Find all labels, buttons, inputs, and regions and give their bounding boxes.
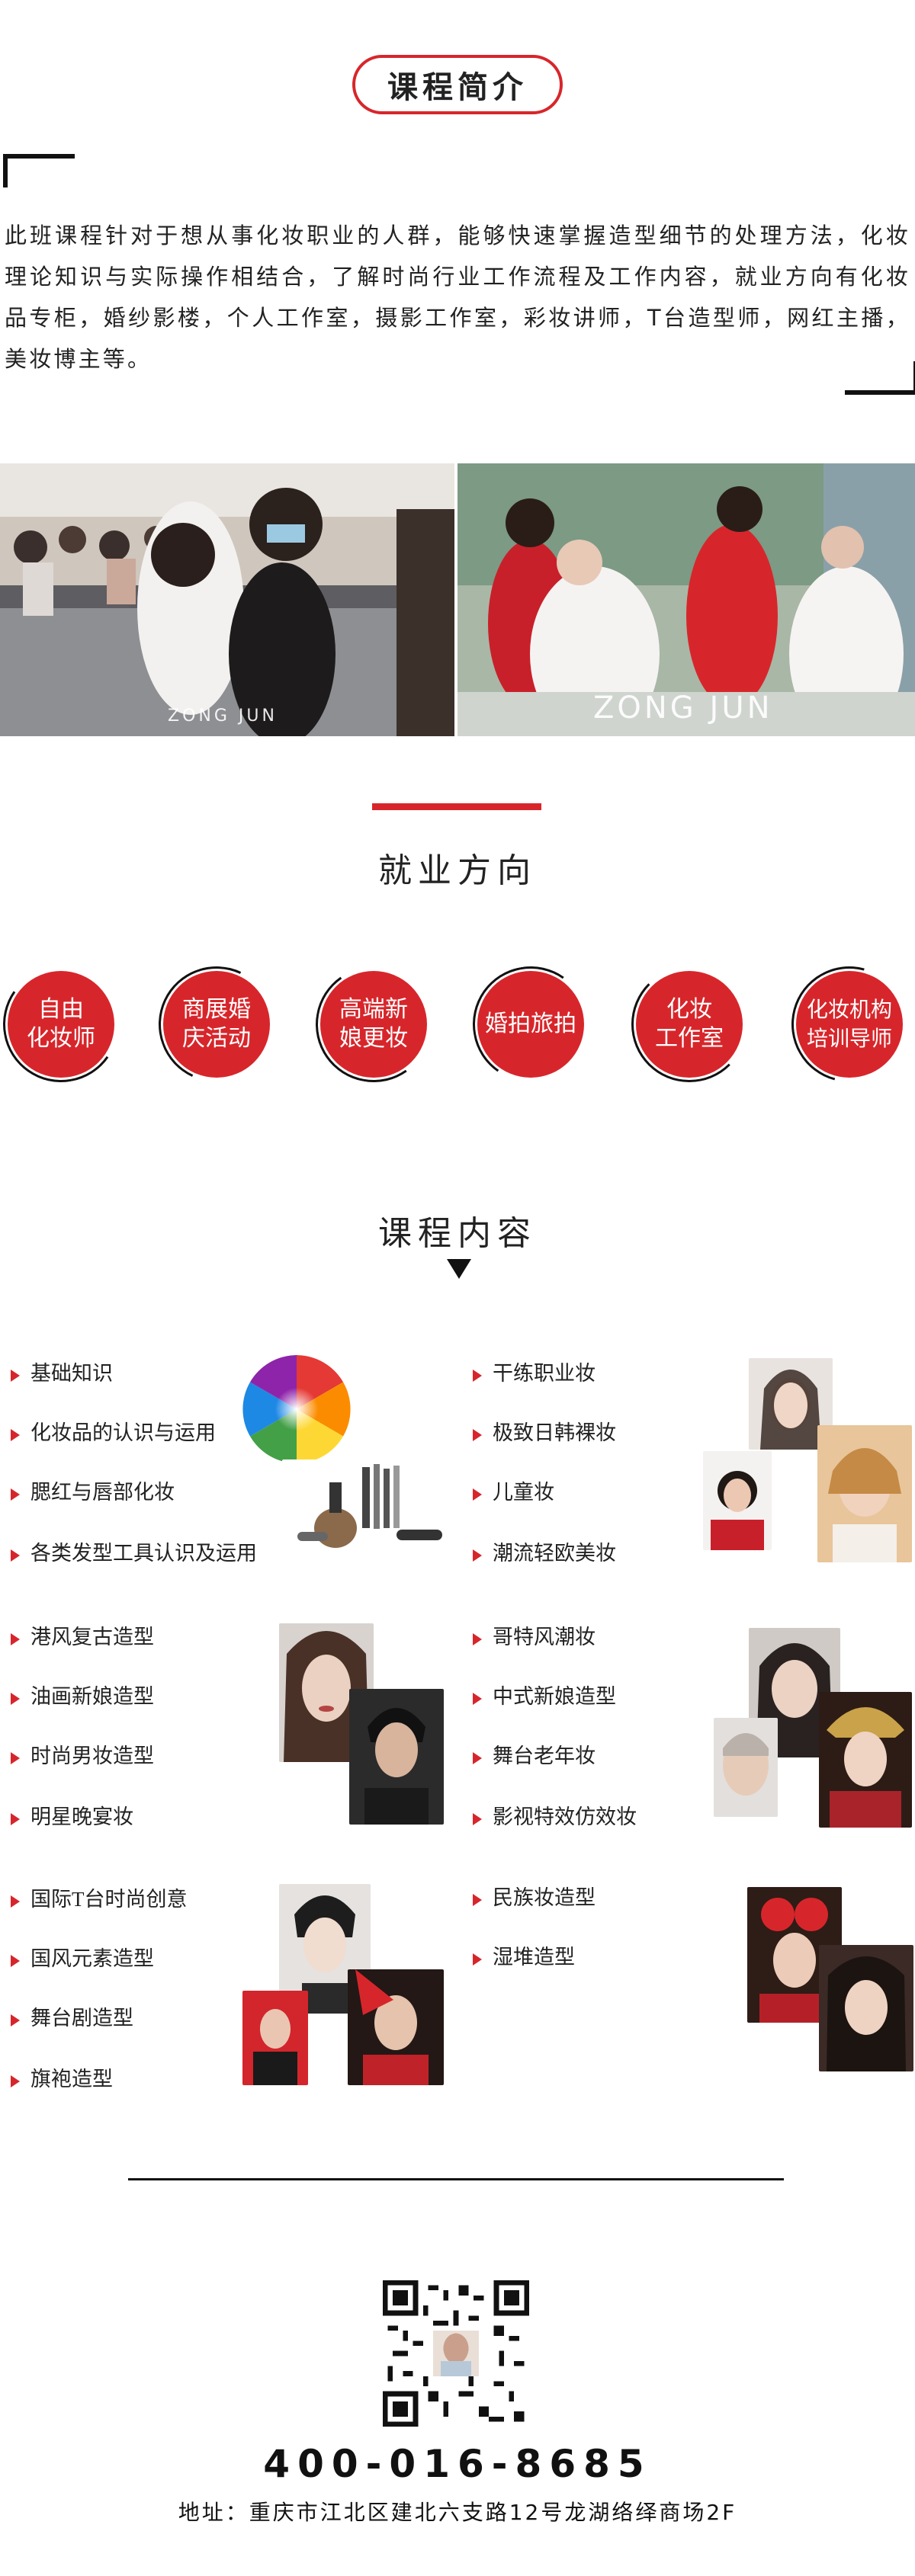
course-item: 油画新娘造型	[11, 1680, 154, 1709]
bullet-triangle-icon	[11, 1812, 20, 1825]
career-item: 化妆 工作室	[631, 966, 750, 1085]
career-item-label: 自由 化妆师	[8, 971, 114, 1078]
course-item: 中式新娘造型	[473, 1680, 616, 1709]
course-item: 国际T台时尚创意	[11, 1882, 188, 1912]
course-item: 腮红与唇部化妆	[11, 1475, 175, 1505]
course-item: 民族妆造型	[473, 1881, 596, 1911]
career-item: 婚拍旅拍	[463, 956, 599, 1092]
course-item: 湿堆造型	[473, 1940, 575, 1970]
course-title: 课程内容	[378, 1214, 537, 1253]
bullet-triangle-icon	[473, 1751, 482, 1764]
career-item: 化妆机构 培训导师	[770, 945, 915, 1104]
bullet-triangle-icon	[473, 1893, 482, 1906]
bullet-triangle-icon	[473, 1692, 482, 1705]
career-item-label: 高端新 娘更妆	[320, 971, 427, 1078]
chinese-bride-portrait-image	[819, 1692, 912, 1828]
bridal-makeup-photo: ZONG JUN	[458, 463, 915, 736]
course-item: 舞台剧造型	[11, 2001, 133, 2031]
course-item: 影视特效仿效妆	[473, 1800, 637, 1830]
arc-decoration	[631, 966, 747, 1082]
bullet-triangle-icon	[11, 1751, 20, 1764]
intro-title: 课程简介	[352, 55, 563, 114]
qr-code-image[interactable]	[383, 2280, 529, 2427]
career-item: 自由 化妆师	[0, 956, 129, 1092]
elderly-makeup-portrait-image	[714, 1718, 778, 1817]
career-item-label: 化妆机构 培训导师	[796, 971, 903, 1078]
course-item: 时尚男妆造型	[11, 1739, 154, 1769]
bullet-triangle-icon	[473, 1369, 482, 1382]
intro-text: 此班课程针对于想从事化妆职业的人群，能够快速掌握造型细节的处理方法，化妆理论知识…	[5, 223, 910, 372]
course-item: 干练职业妆	[473, 1357, 596, 1386]
classroom-photo: ZONG JUN	[0, 463, 454, 736]
bullet-triangle-icon	[11, 1632, 20, 1645]
bullet-triangle-icon	[11, 1692, 20, 1705]
career-item-label: 化妆 工作室	[636, 971, 743, 1078]
male-portrait-image	[349, 1689, 444, 1825]
phone-number[interactable]: 400-016-8685	[263, 2442, 652, 2486]
portrait-image	[703, 1451, 772, 1550]
course-item: 儿童妆	[473, 1475, 554, 1505]
bullet-triangle-icon	[473, 1632, 482, 1645]
bullet-triangle-icon	[11, 1488, 20, 1501]
career-item-label: 婚拍旅拍	[477, 971, 584, 1078]
down-arrow-icon	[447, 1259, 471, 1279]
course-item: 各类发型工具认识及运用	[11, 1536, 257, 1566]
watermark-text: ZONG JUN	[593, 690, 773, 726]
bullet-triangle-icon	[473, 1488, 482, 1501]
course-item: 潮流轻欧美妆	[473, 1536, 616, 1566]
bullet-triangle-icon	[473, 1428, 482, 1441]
bullet-triangle-icon	[11, 1428, 20, 1441]
bullet-triangle-icon	[473, 1812, 482, 1825]
course-item: 极致日韩裸妆	[473, 1416, 616, 1446]
course-item: 旗袍造型	[11, 2062, 113, 2092]
child-portrait-image	[817, 1425, 912, 1562]
bullet-triangle-icon	[473, 1549, 482, 1562]
address: 地址：重庆市江北区建北六支路12号龙湖络绎商场2F	[178, 2500, 737, 2525]
bullet-triangle-icon	[11, 2075, 20, 2087]
color-wheel-image	[242, 1355, 351, 1463]
bullet-triangle-icon	[11, 1369, 20, 1382]
watermark-text: ZONG JUN	[168, 706, 278, 726]
portrait-image	[348, 1969, 444, 2085]
career-item-label: 商展婚 庆活动	[163, 971, 270, 1078]
bullet-triangle-icon	[473, 1953, 482, 1966]
course-item: 舞台老年妆	[473, 1739, 596, 1769]
course-item: 基础知识	[11, 1357, 113, 1386]
corner-decoration-top-left	[3, 154, 75, 187]
course-item: 哥特风潮妆	[473, 1620, 596, 1650]
hair-tools-image	[282, 1459, 446, 1551]
bullet-triangle-icon	[11, 1549, 20, 1562]
portrait-image	[819, 1945, 913, 2071]
career-item: 高端新 娘更妆	[306, 956, 441, 1092]
course-item: 明星晚宴妆	[11, 1800, 133, 1830]
corner-decoration-bottom-right	[845, 361, 915, 395]
footer-divider	[128, 2178, 784, 2180]
career-title: 就业方向	[378, 851, 537, 890]
runway-portrait-image	[279, 1884, 371, 2014]
portrait-image	[242, 1991, 308, 2085]
section-divider-bar	[372, 803, 541, 810]
course-item: 国风元素造型	[11, 1942, 154, 1972]
bullet-triangle-icon	[11, 1954, 20, 1967]
course-item: 化妆品的认识与运用	[11, 1416, 216, 1446]
bullet-triangle-icon	[11, 2014, 20, 2027]
course-item: 港风复古造型	[11, 1620, 154, 1650]
career-item: 商展婚 庆活动	[142, 950, 291, 1099]
bullet-triangle-icon	[11, 1895, 20, 1908]
